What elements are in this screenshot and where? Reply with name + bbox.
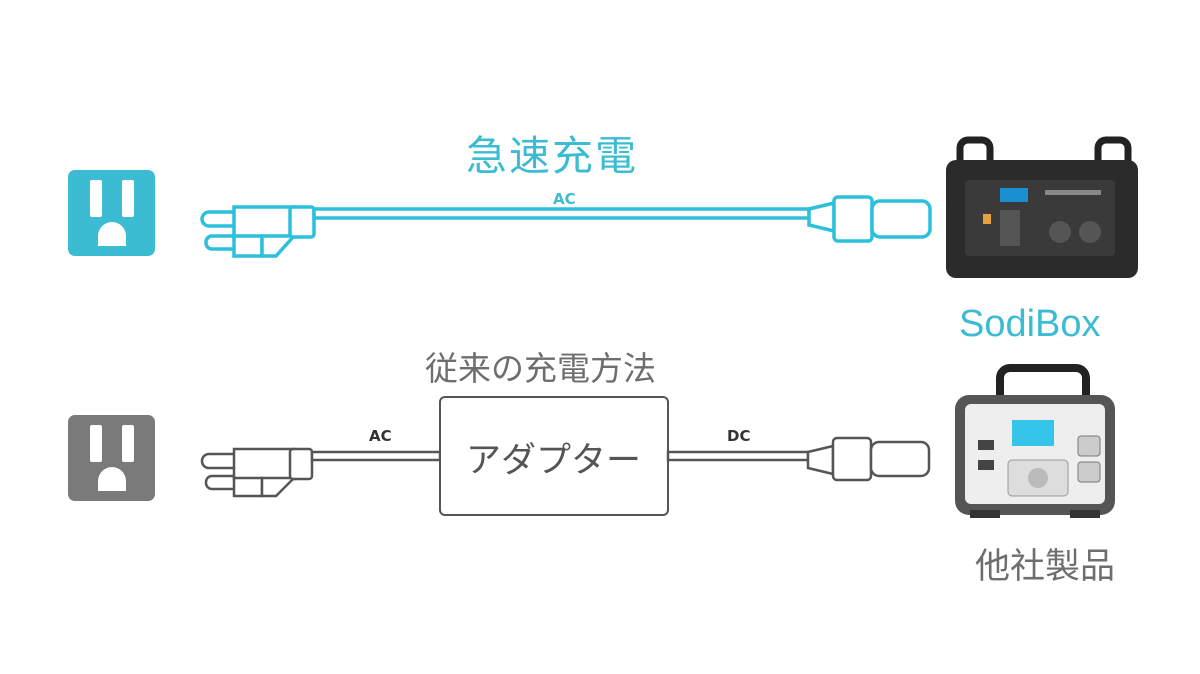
- competitor-power-station-image: [955, 364, 1115, 518]
- ac-cable-fast: [200, 195, 932, 258]
- ac-dc-cable-conventional: [200, 396, 931, 516]
- outlet-icon-fast: [68, 170, 155, 256]
- other-product-label: 他社製品: [975, 547, 1116, 587]
- fast-charging-title: 急速充電: [466, 132, 638, 180]
- conventional-ac-label: AC: [369, 427, 392, 445]
- sodibox-power-station-image: [946, 136, 1138, 278]
- outlet-icon-conventional: [68, 415, 155, 501]
- conventional-dc-label: DC: [727, 427, 751, 445]
- adapter-label: アダプター: [466, 441, 642, 481]
- conventional-charging-title: 従来の充電方法: [425, 349, 656, 388]
- fast-ac-label: AC: [553, 190, 576, 208]
- sodibox-label: SodiBox: [959, 303, 1101, 345]
